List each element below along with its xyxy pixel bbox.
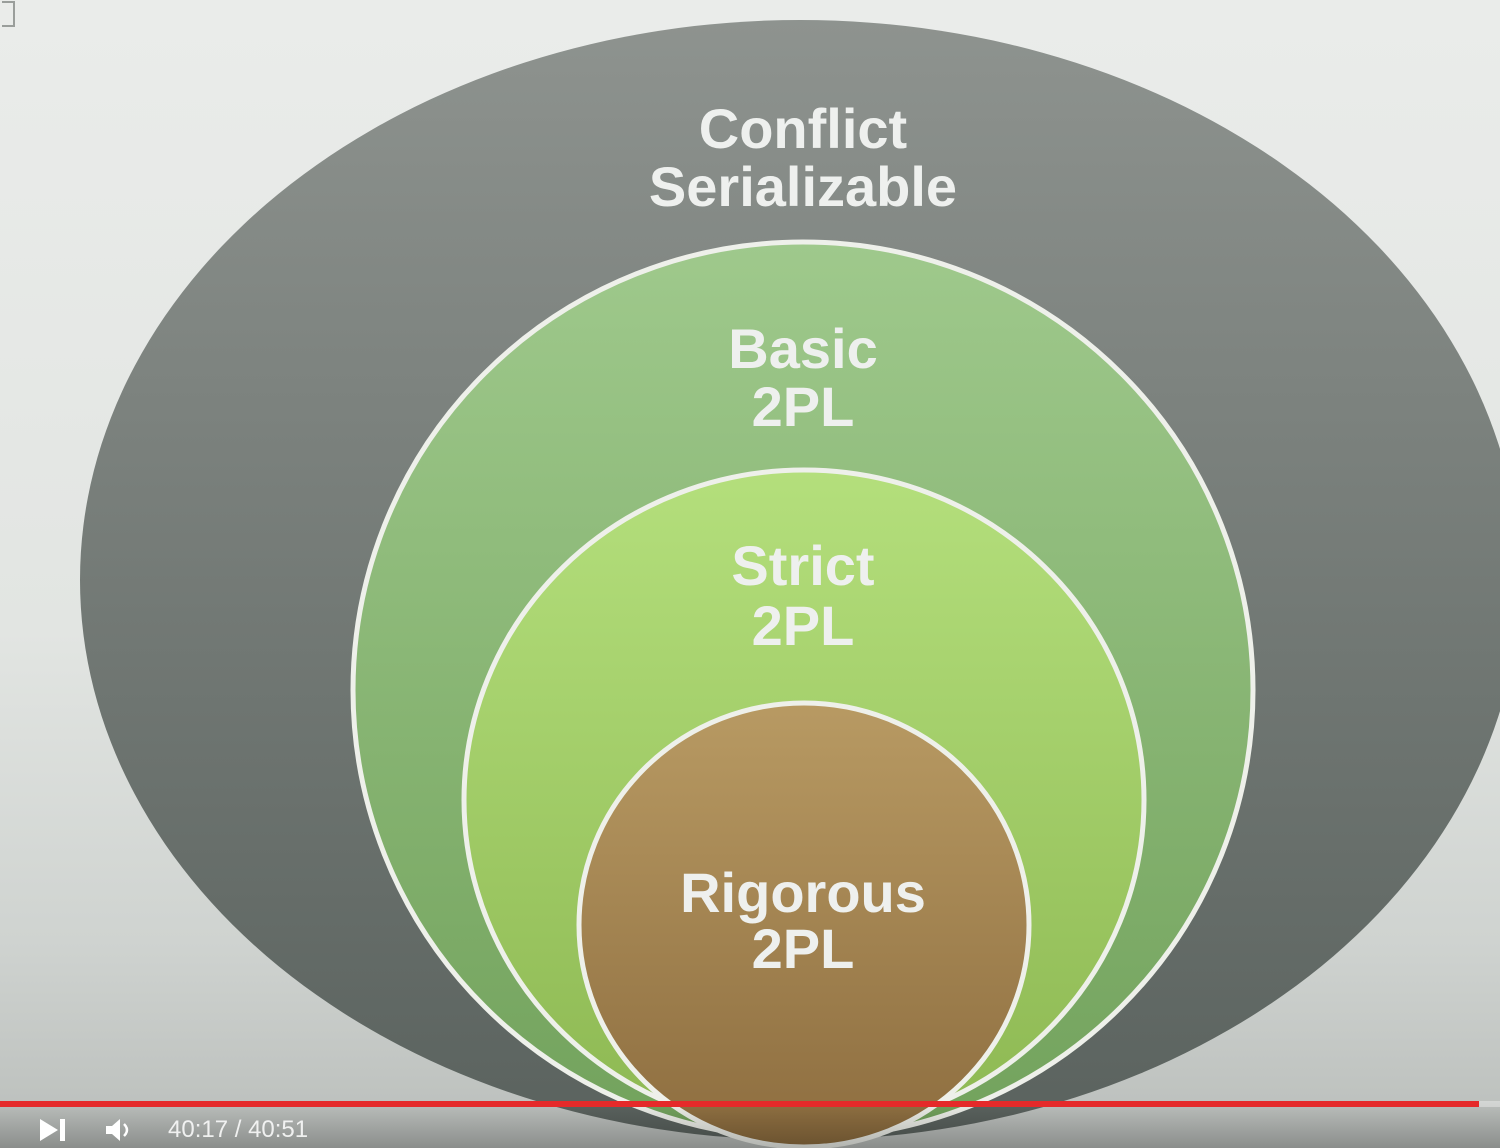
set-label-line1: Rigorous [680, 861, 926, 924]
progress-fill [0, 1101, 1479, 1107]
player-controls: 40:17 / 40:51 [0, 1112, 1500, 1148]
skip-next-icon[interactable] [32, 1112, 72, 1148]
set-label-line1: Basic [728, 317, 877, 380]
volume-icon[interactable] [100, 1112, 140, 1148]
time-display: 40:17 / 40:51 [168, 1116, 309, 1143]
set-label-line2: Serializable [649, 155, 957, 218]
set-label-line2: 2PL [752, 375, 855, 438]
set-label-line2: 2PL [752, 594, 855, 657]
player-controls-overlay [0, 1100, 1500, 1148]
set-rigorous-2pl: Rigorous 2PL [576, 700, 1032, 1148]
rigorous-circle [576, 700, 1032, 1148]
set-label-line1: Strict [731, 534, 874, 597]
set-label-line1: Conflict [699, 97, 907, 160]
set-label-line2: 2PL [752, 917, 855, 980]
progress-bar[interactable] [0, 1101, 1500, 1107]
corner-bracket-icon [2, 1, 15, 27]
